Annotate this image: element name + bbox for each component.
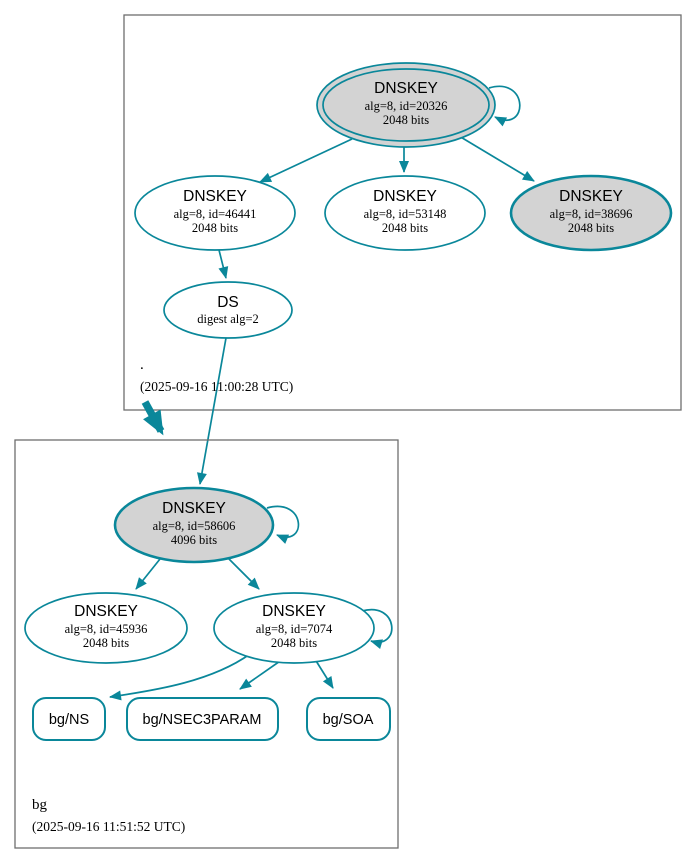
zone-box-root [123, 14, 682, 411]
node-detail-bits: 2048 bits [382, 221, 428, 235]
edge-root-zone-to-bg-zone-delegation [141, 400, 165, 436]
node-detail-alg: alg=8, id=20326 [365, 99, 448, 113]
node-detail-bits: 4096 bits [171, 533, 217, 547]
rrset-label: bg/SOA [323, 712, 374, 728]
node-bg-rrset-soa[interactable]: bg/SOA [306, 697, 391, 741]
node-bg-dnskey-7074[interactable]: DNSKEY alg=8, id=7074 2048 bits [213, 592, 375, 664]
node-detail-alg: alg=8, id=53148 [364, 207, 447, 221]
node-title: DNSKEY [74, 603, 138, 620]
edge-ksk58606-to-zsk7074 [228, 558, 260, 590]
node-root-dnskey-20326-inner-ellipse [322, 68, 490, 142]
node-bg-dnskey-45936-ellipse[interactable] [24, 592, 188, 664]
rrset-label: bg/NSEC3PARAM [143, 712, 262, 728]
node-root-dnskey-20326-outer-ellipse[interactable] [316, 62, 496, 148]
node-detail-bits: 2048 bits [192, 221, 238, 235]
zone-label-root: . [140, 357, 144, 373]
node-root-dnskey-53148-ellipse[interactable] [324, 175, 486, 251]
node-root-dnskey-46441-ellipse[interactable] [134, 175, 296, 251]
node-detail-bits: 2048 bits [383, 113, 429, 127]
node-root-dnskey-20326[interactable]: DNSKEY alg=8, id=20326 2048 bits [316, 62, 496, 148]
node-root-dnskey-38696[interactable]: DNSKEY alg=8, id=38696 2048 bits [509, 174, 673, 252]
zone-timestamp-root: (2025-09-16 11:00:28 UTC) [140, 379, 293, 394]
node-bg-dnskey-45936[interactable]: DNSKEY alg=8, id=45936 2048 bits [24, 592, 188, 664]
node-title: DNSKEY [162, 500, 226, 517]
edge-ksk58606-self-loop [266, 505, 300, 544]
node-title: DNSKEY [374, 80, 438, 97]
node-root-dnskey-53148[interactable]: DNSKEY alg=8, id=53148 2048 bits [324, 175, 486, 251]
node-bg-rrset-ns-rect[interactable] [32, 697, 106, 741]
node-bg-rrset-soa-rect[interactable] [306, 697, 391, 741]
node-detail-alg: alg=8, id=46441 [174, 207, 257, 221]
node-detail-bits: 2048 bits [271, 636, 317, 650]
node-title: DNSKEY [262, 603, 326, 620]
node-root-ds-ellipse[interactable] [163, 281, 293, 339]
node-detail-alg: alg=8, id=7074 [256, 622, 333, 636]
node-detail-alg: alg=8, id=58606 [153, 519, 236, 533]
node-bg-rrset-nsec3param-rect[interactable] [126, 697, 279, 741]
edge-zsk46441-to-ds [218, 249, 229, 279]
node-bg-rrset-ns[interactable]: bg/NS [32, 697, 106, 741]
node-bg-dnskey-7074-ellipse[interactable] [213, 592, 375, 664]
edge-ksk20326-to-ksk38696 [458, 135, 535, 182]
edge-ksk20326-to-zsk46441 [259, 138, 353, 183]
zone-timestamp-bg: (2025-09-16 11:51:52 UTC) [32, 819, 185, 834]
node-detail-alg: alg=8, id=38696 [550, 207, 633, 221]
node-detail-alg: alg=8, id=45936 [65, 622, 148, 636]
node-title: DNSKEY [373, 188, 437, 205]
edge-ksk58606-to-zsk45936 [135, 558, 161, 590]
rrset-label: bg/NS [49, 712, 89, 728]
node-detail-bits: 2048 bits [568, 221, 614, 235]
node-bg-dnskey-58606-ellipse[interactable] [113, 486, 275, 564]
node-bg-dnskey-58606[interactable]: DNSKEY alg=8, id=58606 4096 bits [113, 486, 275, 564]
edge-ds-to-bg-ksk58606 [197, 337, 227, 485]
zone-box-bg [14, 439, 399, 849]
node-root-ds[interactable]: DS digest alg=2 [163, 281, 293, 339]
edge-zsk7074-to-rrset-nsec3param [239, 658, 284, 690]
node-title: DNSKEY [559, 188, 623, 205]
node-detail-bits: 2048 bits [83, 636, 129, 650]
edge-zsk7074-to-rrset-ns [109, 653, 251, 701]
node-title: DS [217, 294, 239, 311]
edge-zsk7074-self-loop [361, 608, 393, 649]
zone-label-bg: bg [32, 797, 48, 813]
node-bg-rrset-nsec3param[interactable]: bg/NSEC3PARAM [126, 697, 279, 741]
node-root-dnskey-38696-ellipse[interactable] [509, 174, 673, 252]
node-detail-digest: digest alg=2 [197, 312, 259, 326]
node-root-dnskey-46441[interactable]: DNSKEY alg=8, id=46441 2048 bits [134, 175, 296, 251]
edge-ksk20326-self-loop [488, 85, 521, 127]
node-title: DNSKEY [183, 188, 247, 205]
